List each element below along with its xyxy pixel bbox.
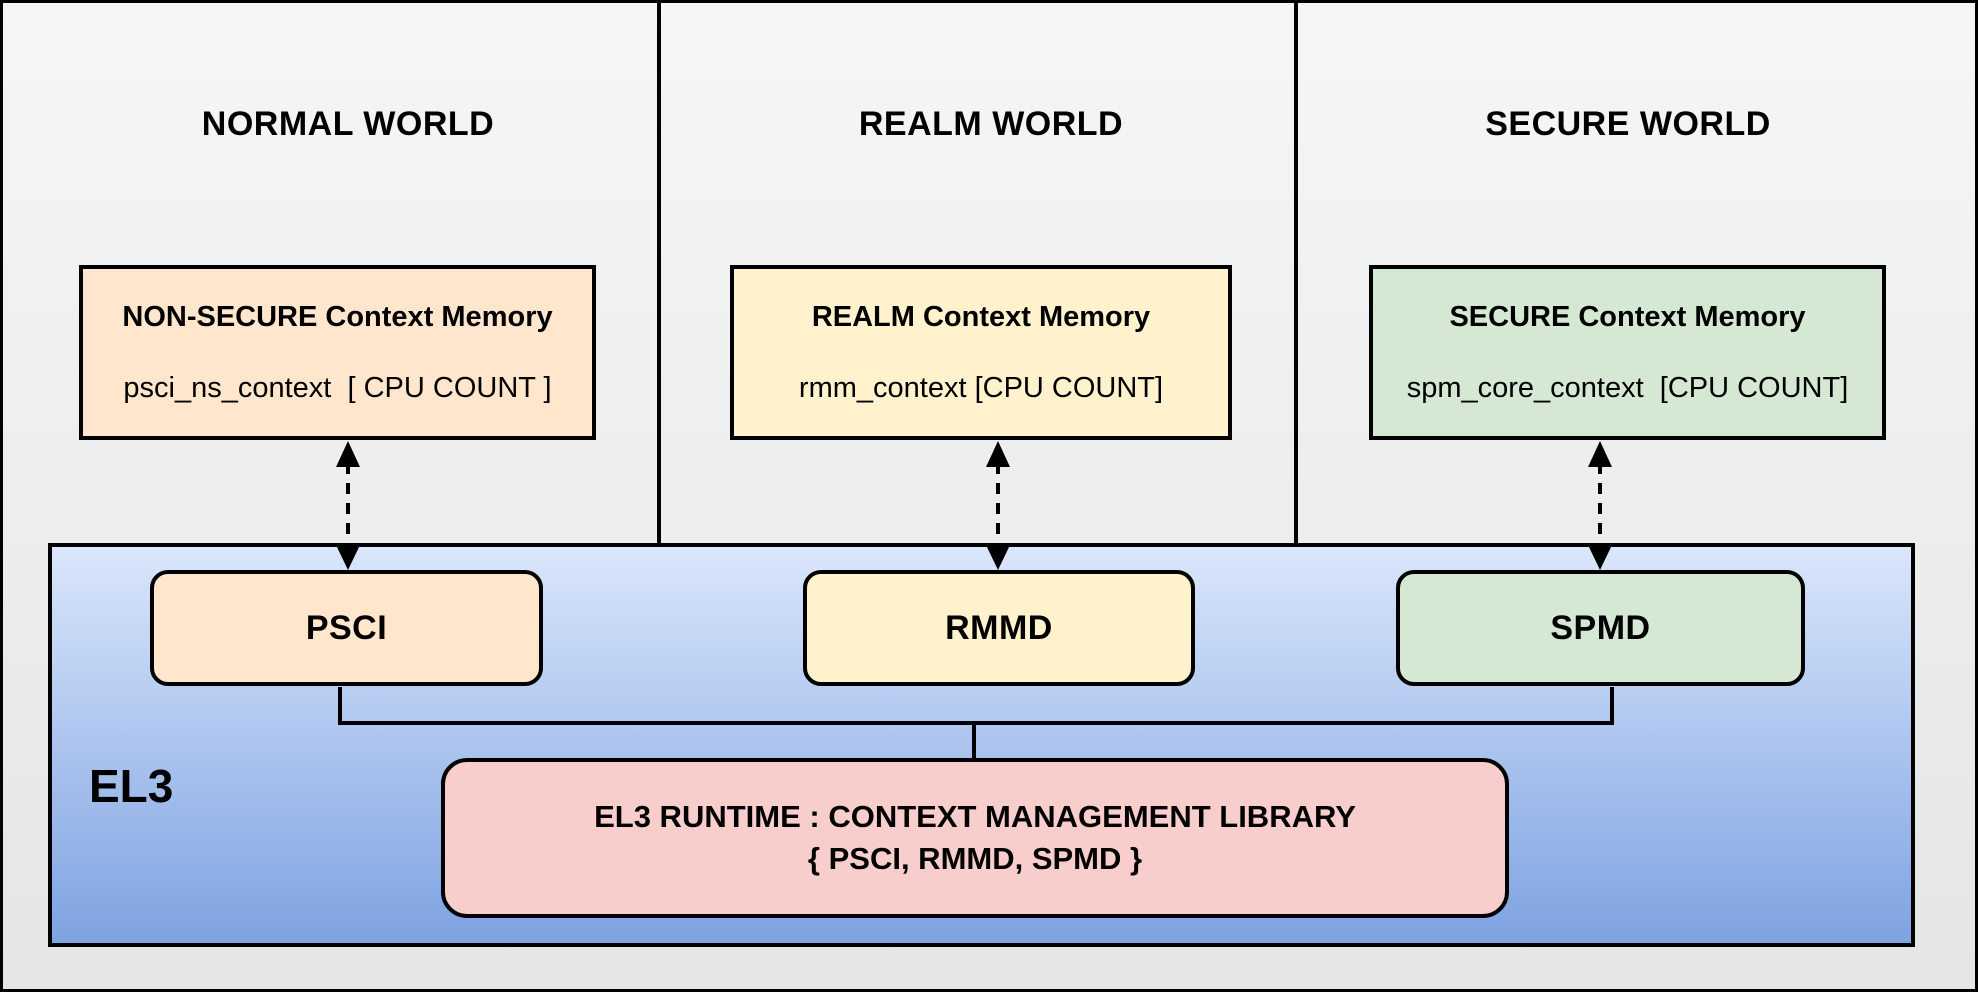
non-secure-context-memory-box: NON-SECURE Context Memory psci_ns_contex…: [79, 265, 596, 440]
realm-context-memory-box: REALM Context Memory rmm_context [CPU CO…: [730, 265, 1232, 440]
secure-context-memory-title: SECURE Context Memory: [1449, 300, 1806, 333]
world-divider-realm-secure: [1294, 3, 1298, 543]
world-divider-normal-realm: [657, 3, 661, 543]
rmmd-box: RMMD: [803, 570, 1195, 686]
non-secure-context-memory-title: NON-SECURE Context Memory: [122, 300, 553, 333]
secure-world-title: SECURE WORLD: [1485, 105, 1771, 143]
realm-world-title: REALM WORLD: [858, 105, 1124, 143]
psci-box: PSCI: [150, 570, 543, 686]
realm-context-memory-title: REALM Context Memory: [811, 300, 1151, 333]
non-secure-context-memory-value: psci_ns_context [ CPU COUNT ]: [123, 371, 552, 404]
secure-context-memory-value: spm_core_context [CPU COUNT]: [1406, 371, 1849, 404]
runtime-box-subtitle: { PSCI, RMMD, SPMD }: [807, 841, 1143, 876]
normal-world-title: NORMAL WORLD: [201, 105, 495, 143]
spmd-box: SPMD: [1396, 570, 1805, 686]
realm-context-memory-value: rmm_context [CPU COUNT]: [798, 371, 1164, 404]
el3-region-label: EL3: [89, 760, 174, 812]
el3-runtime-context-management-library-box: EL3 RUNTIME : CONTEXT MANAGEMENT LIBRARY…: [441, 758, 1509, 918]
secure-context-memory-box: SECURE Context Memory spm_core_context […: [1369, 265, 1886, 440]
runtime-box-title: EL3 RUNTIME : CONTEXT MANAGEMENT LIBRARY: [594, 799, 1356, 834]
